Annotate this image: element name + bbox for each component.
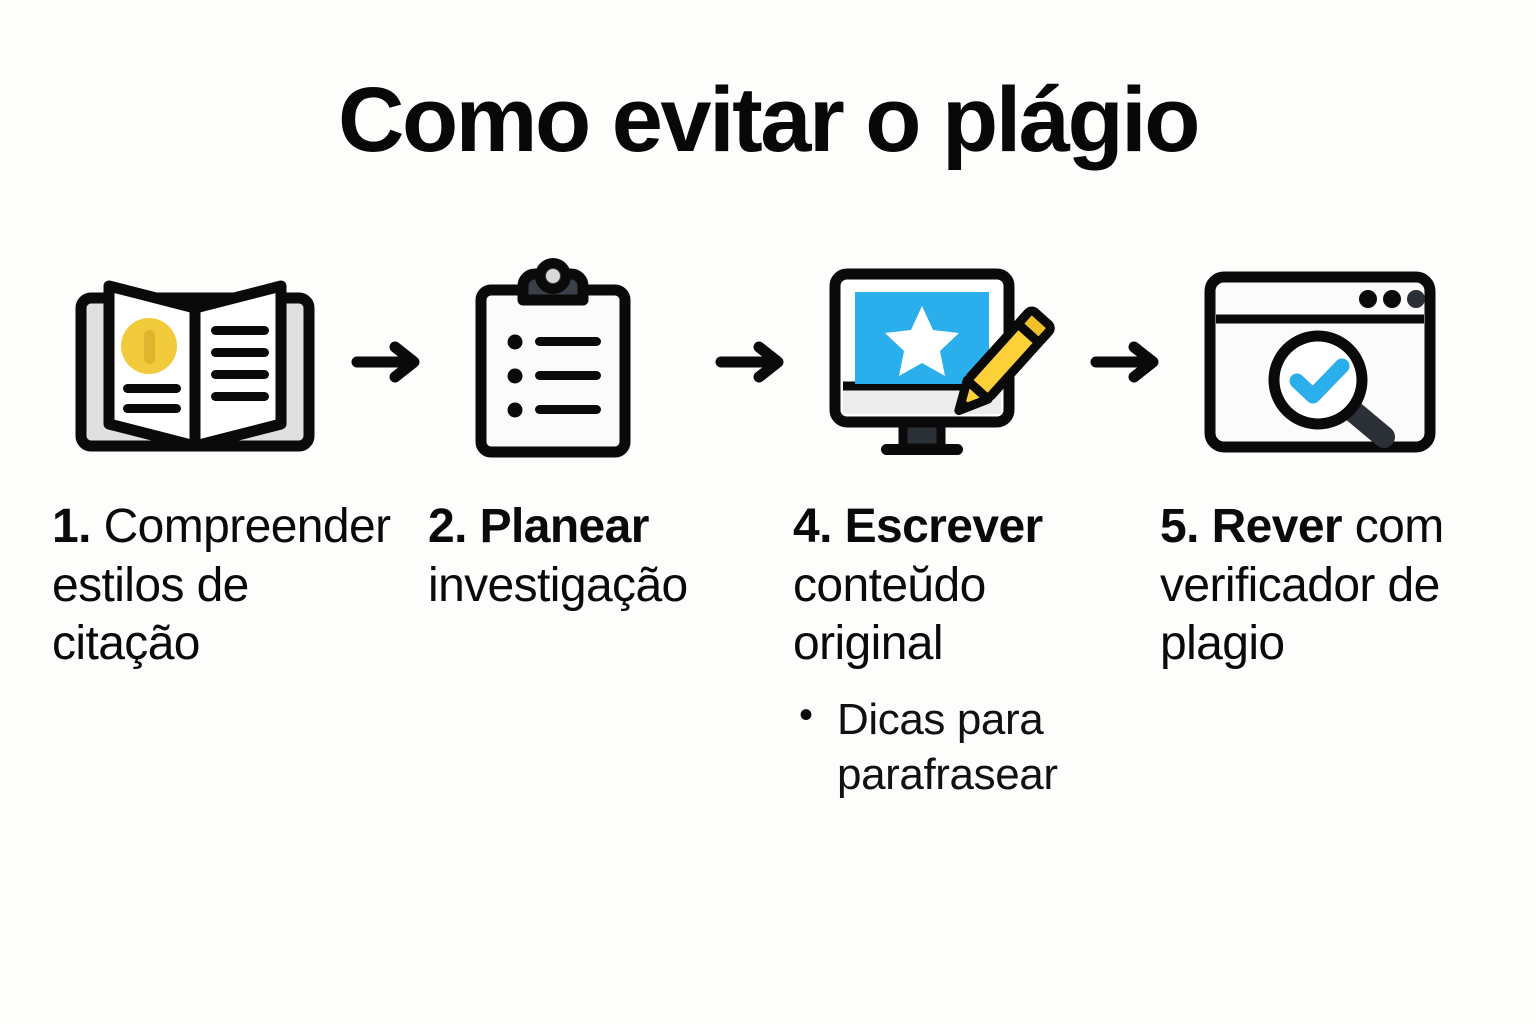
step-4-number: 4. Escrever (793, 500, 1043, 553)
flow-arrow-3 (1072, 252, 1182, 472)
step-column-4: 5. Rever com verificador de plagio (1160, 498, 1490, 674)
icon-slot-step-2 (430, 252, 675, 472)
step-5-heading: 5. Rever com verificador de plagio (1160, 498, 1490, 674)
open-book-icon (71, 264, 319, 460)
page-title: Como evitar o plágio (338, 69, 1200, 171)
step-1-text: Compreender estilos de citação (52, 500, 391, 671)
step-2-number: 2. Planear (428, 500, 649, 553)
icon-slot-step-4 (1170, 252, 1470, 472)
flow-arrow-1 (333, 252, 443, 472)
arrow-right-icon (1090, 338, 1163, 386)
step-column-3: 4. Escrever conteŭdo original Dicas para… (793, 498, 1103, 802)
step-column-1: 1. Compreender estilos de citação (52, 498, 402, 674)
browser-magnifier-check-icon (1200, 267, 1440, 457)
icon-slot-step-1 (45, 252, 345, 472)
list-item: Dicas para parafrasear (793, 690, 1103, 802)
step-1-heading: 1. Compreender estilos de citação (52, 498, 402, 674)
step-1-number: 1. (52, 500, 91, 553)
step-4-bullet-list: Dicas para parafrasear (793, 690, 1103, 802)
step-column-2: 2. Planear investigação (428, 498, 768, 615)
clipboard-checklist-icon (467, 258, 639, 462)
step-2-heading: 2. Planear investigação (428, 498, 768, 615)
monitor-pencil-icon (823, 262, 1067, 462)
step-4-heading: 4. Escrever conteŭdo original (793, 498, 1103, 674)
step-4-text: conteŭdo original (793, 558, 986, 671)
step-5-text: com verificador de plagio (1160, 500, 1444, 671)
step-2-text: investigação (428, 558, 688, 612)
arrow-right-icon (715, 338, 788, 386)
icon-slot-step-3 (800, 252, 1090, 472)
flow-arrow-2 (697, 252, 807, 472)
arrow-right-icon (351, 338, 424, 386)
step-5-number: 5. Rever (1160, 500, 1343, 553)
icon-flow-row (0, 252, 1536, 472)
